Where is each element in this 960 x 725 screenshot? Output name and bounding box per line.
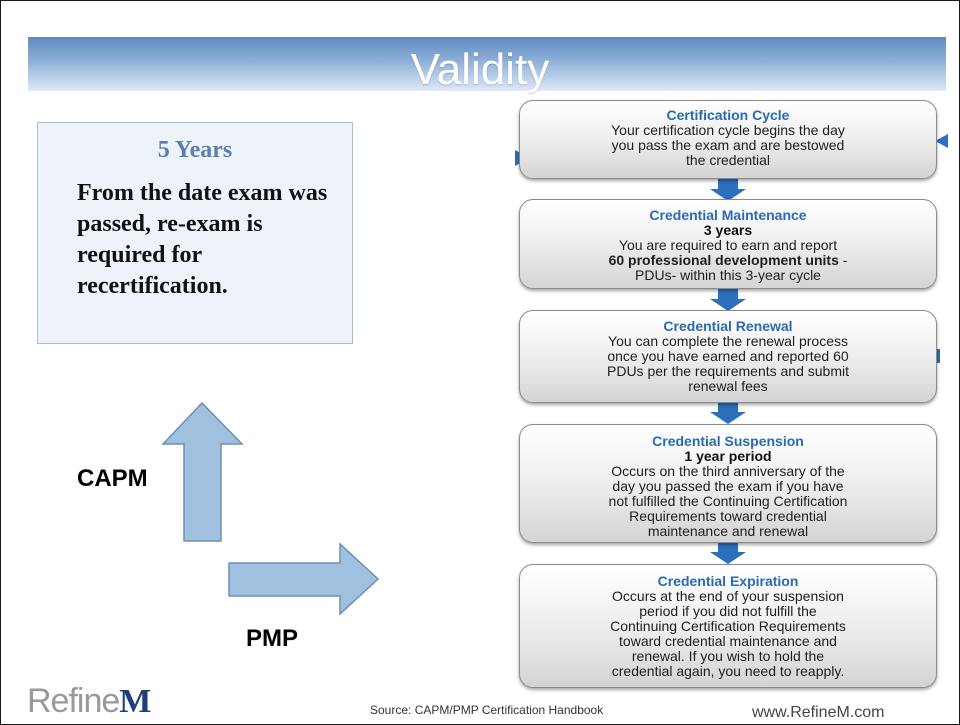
flow-step-text: Requirements toward credential bbox=[629, 508, 827, 524]
flow-step-text: PDUs- within this 3-year cycle bbox=[635, 267, 821, 283]
flow-step-text: the credential bbox=[685, 152, 771, 168]
flow-step-text: renewal. If you wish to hold the bbox=[631, 648, 825, 664]
flow-down-arrow-icon bbox=[710, 542, 746, 564]
flow-step-text: toward credential maintenance and bbox=[619, 633, 837, 649]
pmp-label: PMP bbox=[246, 625, 299, 652]
side-marker-icon bbox=[934, 349, 940, 363]
flow-step-text: Your certification cycle begins the day bbox=[611, 122, 845, 138]
flow-step-title: Credential Maintenance bbox=[649, 207, 807, 223]
up-arrow-icon bbox=[161, 401, 244, 542]
info-heading: 5 Years bbox=[157, 137, 233, 163]
flow-step-text: period if you did not fulfill the bbox=[639, 603, 817, 619]
flow-step-title: Credential Renewal bbox=[663, 318, 793, 334]
flow-step-text: you pass the exam and are bestowed bbox=[611, 137, 845, 153]
flow-step-subtitle: 1 year period bbox=[684, 448, 772, 464]
flow-down-arrow-icon bbox=[710, 402, 746, 424]
flow-step-text: once you have earned and reported 60 bbox=[607, 348, 849, 364]
refinem-logo: RefineM bbox=[27, 682, 151, 720]
flow-down-arrow-icon bbox=[710, 179, 746, 201]
flow-step-subtitle: 3 years bbox=[703, 222, 753, 238]
flow-step-credential-suspension: Credential Suspension 1 year period Occu… bbox=[519, 424, 937, 543]
flow-step-text-row: 60 professional development units - bbox=[520, 253, 936, 268]
flow-step-title: Certification Cycle bbox=[666, 107, 790, 123]
flow-step-text: - bbox=[838, 252, 848, 268]
flow-step-text: You can complete the renewal process bbox=[608, 333, 848, 349]
flow-step-title: Credential Suspension bbox=[652, 433, 804, 449]
flow-step-text: You are required to earn and report bbox=[618, 237, 838, 253]
flow-step-bold-text: 60 professional development units bbox=[608, 252, 839, 268]
flow-down-arrow-icon bbox=[710, 289, 746, 311]
flow-step-text: renewal fees bbox=[688, 378, 768, 394]
flow-step-text: Continuing Certification Requirements bbox=[610, 618, 846, 634]
flow-step-credential-renewal: Credential Renewal You can complete the … bbox=[519, 310, 937, 403]
info-body: From the date exam was passed, re-exam i… bbox=[77, 180, 328, 299]
flow-step-text: Occurs on the third anniversary of the bbox=[611, 463, 845, 479]
title-bar bbox=[28, 37, 946, 91]
info-box bbox=[37, 122, 353, 344]
flow-step-text: PDUs per the requirements and submit bbox=[607, 363, 849, 379]
footer-url: www.RefineM.com bbox=[752, 704, 885, 721]
flow-step-text: maintenance and renewal bbox=[647, 523, 809, 539]
flow-step-text: not fulfilled the Continuing Certificati… bbox=[608, 493, 848, 509]
flow-step-text: credential again, you need to reapply. bbox=[611, 663, 845, 679]
right-marker-icon bbox=[935, 134, 948, 148]
flow-step-credential-expiration: Credential Expiration Occurs at the end … bbox=[519, 564, 937, 688]
logo-text-bold: M bbox=[119, 683, 151, 720]
right-arrow-icon bbox=[228, 542, 380, 616]
flow-step-text: day you passed the exam if you have bbox=[612, 478, 844, 494]
logo-text-light: Refine bbox=[27, 682, 120, 720]
footer-source: Source: CAPM/PMP Certification Handbook bbox=[370, 703, 604, 717]
flow-step-title: Credential Expiration bbox=[657, 573, 799, 589]
capm-label: CAPM bbox=[77, 465, 148, 492]
flow-step-text: Occurs at the end of your suspension bbox=[612, 588, 844, 604]
slide-title: Validity bbox=[410, 45, 550, 94]
flow-step-certification-cycle: Certification Cycle Your certification c… bbox=[519, 100, 937, 179]
flow-step-credential-maintenance: Credential Maintenance 3 years You are r… bbox=[519, 199, 937, 289]
